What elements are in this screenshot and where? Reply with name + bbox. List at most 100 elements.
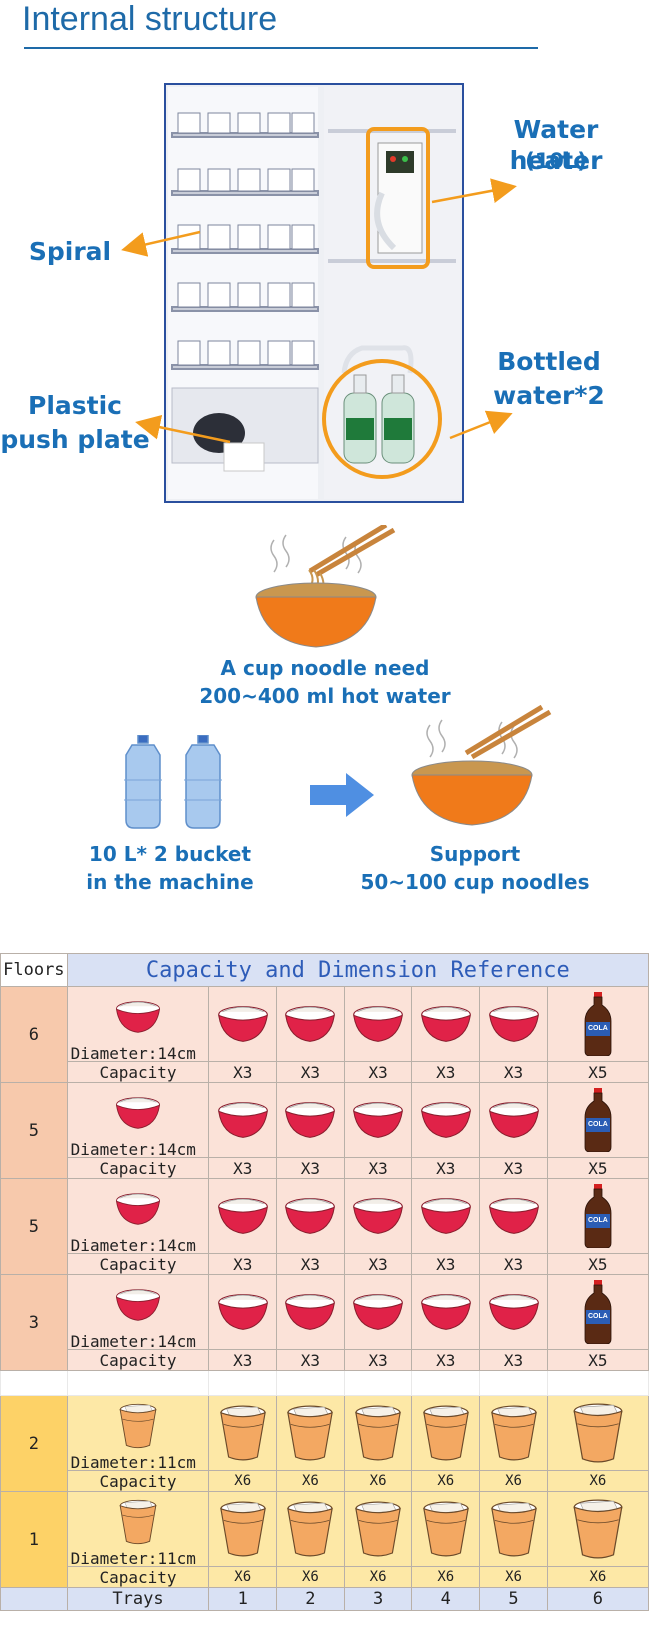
bucket-line2: in the machine [86,870,254,894]
capacity-value: X6 [479,1470,548,1492]
spiral-shelves [171,112,319,370]
cup-icon [422,1499,470,1559]
bowl-icon [115,999,161,1035]
tray-product-cell: COLA [546,1274,650,1350]
capacity-table: Floors Capacity and Dimension Reference … [0,953,650,1611]
water-heater-label: Water heater [509,115,603,176]
cup-icon [422,1403,470,1463]
product-size-cell: Diameter:14cm [66,1082,210,1159]
capacity-value: X3 [343,1349,413,1371]
bowl-icon [352,1099,404,1141]
capacity-value: X3 [343,1253,413,1275]
trays-spacer [0,1587,68,1611]
tray-product-cell [479,1395,548,1471]
tray-product-cell [343,1274,413,1350]
capacity-value: X3 [276,1349,345,1371]
tray-product-cell: COLA [546,986,650,1062]
bowl-icon [352,1003,404,1045]
cola-label: COLA [588,1313,608,1320]
capacity-value: X6 [343,1470,413,1492]
cola-bottle-icon: COLA [583,992,613,1056]
capacity-value: X3 [276,1061,345,1083]
capacity-value: X5 [546,1349,650,1371]
bottled-water-highlight [322,359,442,479]
page-title: Internal structure [22,0,278,38]
cola-label: COLA [588,1121,608,1128]
water-buckets-icon [124,735,222,829]
capacity-value: X5 [546,1157,650,1179]
capacity-value: X6 [411,1566,481,1588]
tray-product-cell [208,986,278,1062]
product-size-cell: Diameter:14cm [66,1274,210,1351]
tray-product-cell [343,1395,413,1471]
bowl-icon [217,1291,269,1333]
tray-product-cell [479,1178,548,1254]
cup-icon [219,1403,267,1463]
capacity-value: X6 [411,1470,481,1492]
tray-product-cell [208,1274,278,1350]
tray-product-cell: COLA [546,1082,650,1158]
noodle-need-line1: A cup noodle need [220,656,430,680]
capacity-value: X6 [208,1470,278,1492]
tray-product-cell [276,986,345,1062]
capacity-value: X5 [546,1061,650,1083]
plastic-label-line1: Plastic [28,391,122,420]
right-arrow-icon [310,773,374,817]
tray-product-cell [479,986,548,1062]
tray-product-cell [411,1178,481,1254]
tray-product-cell [276,1082,345,1158]
bowl-icon [284,1195,336,1237]
tray-number: 1 [208,1587,278,1611]
cup-icon [118,1498,158,1546]
bowl-icon [217,1195,269,1237]
water-heater-size-label: (10L) [525,149,587,173]
bowl-icon [115,1191,161,1227]
tray-number: 6 [546,1587,650,1611]
cola-label: COLA [588,1025,608,1032]
table-title: Capacity and Dimension Reference [66,953,650,987]
capacity-value: X6 [208,1566,278,1588]
bowl-icon [420,1195,472,1237]
floor-number: 2 [0,1395,68,1492]
cola-label: COLA [588,1217,608,1224]
capacity-value: X3 [411,1349,481,1371]
cup-icon [354,1499,402,1559]
capacity-label: Capacity [66,1349,210,1371]
product-size-cell: Diameter:14cm [66,1178,210,1255]
capacity-value: X5 [546,1253,650,1275]
bowl-icon [420,1291,472,1333]
capacity-value: X3 [343,1157,413,1179]
capacity-label: Capacity [66,1566,210,1588]
tray-product-cell [208,1178,278,1254]
floor-number: 5 [0,1178,68,1275]
tray-number: 5 [479,1587,548,1611]
floor-number: 5 [0,1082,68,1179]
tray-product-cell [343,986,413,1062]
cup-icon [354,1403,402,1463]
machine-interior-photo [164,83,464,503]
tray-product-cell [479,1491,548,1567]
tray-product-cell [208,1395,278,1471]
tray-product-cell [343,1178,413,1254]
tray-number: 4 [411,1587,481,1611]
bowl-icon [420,1003,472,1045]
product-size-cell: Diameter:14cm [66,986,210,1063]
capacity-label: Capacity [66,1470,210,1492]
bowl-icon [488,1099,540,1141]
tray-product-cell [208,1491,278,1567]
cola-bottle-icon: COLA [583,1184,613,1248]
tray-product-cell [411,1491,481,1567]
bowl-icon [115,1287,161,1323]
cup-icon [572,1497,624,1561]
capacity-value: X6 [479,1566,548,1588]
tray-product-cell [479,1082,548,1158]
tray-product-cell [276,1491,345,1567]
noodle-need-line2: 200~400 ml hot water [199,684,451,708]
capacity-value: X6 [276,1470,345,1492]
cup-icon [572,1401,624,1465]
